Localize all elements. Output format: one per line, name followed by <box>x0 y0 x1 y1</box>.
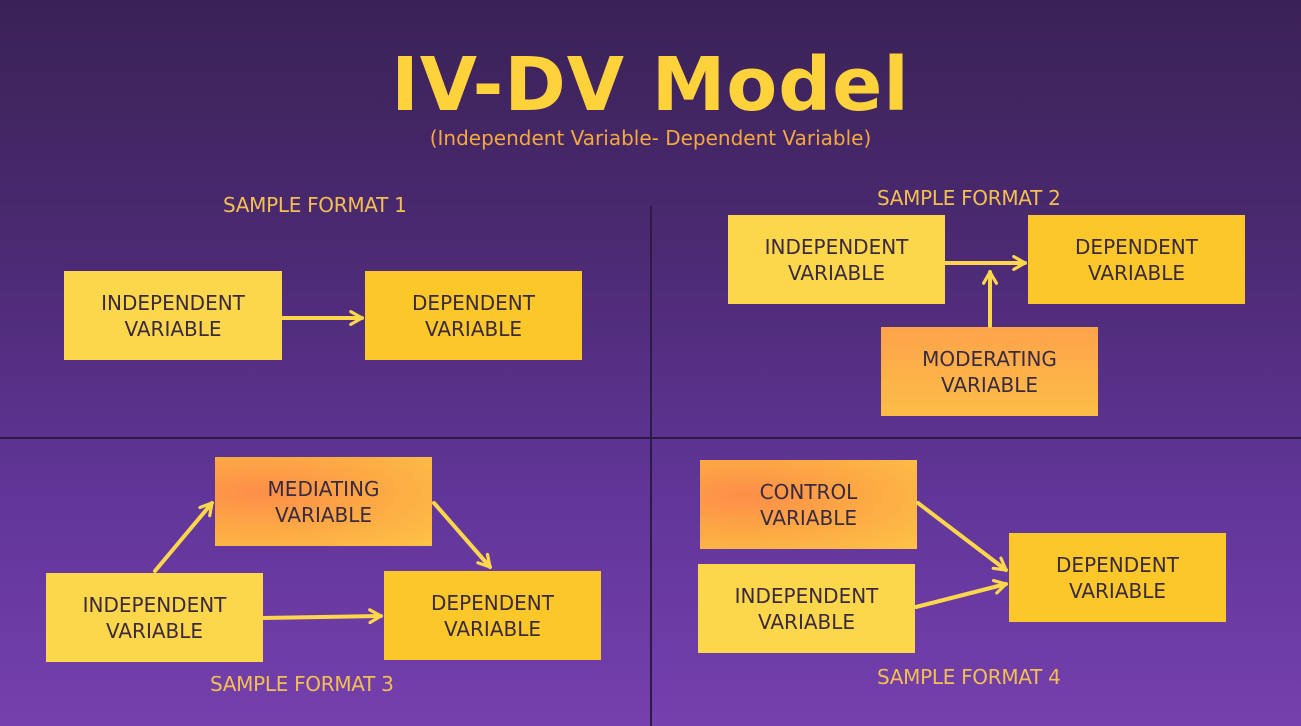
format-4-arrow-iv-dv <box>914 578 1008 609</box>
format-1-caption: SAMPLE FORMAT 1 <box>223 193 407 217</box>
format-2-dependent-box: DEPENDENT VARIABLE <box>1028 215 1245 304</box>
format-4-arrow-control-dv <box>916 501 1008 572</box>
format-4-caption: SAMPLE FORMAT 4 <box>877 665 1061 689</box>
horizontal-divider <box>0 437 1301 439</box>
page-title: IV-DV Model <box>391 42 910 128</box>
format-4-dependent-box: DEPENDENT VARIABLE <box>1009 533 1226 622</box>
page-subtitle: (Independent Variable- Dependent Variabl… <box>429 126 872 150</box>
format-1-dependent-box: DEPENDENT VARIABLE <box>365 271 582 360</box>
format-2-independent-box: INDEPENDENT VARIABLE <box>728 215 945 304</box>
format-3-arrow-iv-dv <box>261 608 383 625</box>
format-3-caption: SAMPLE FORMAT 3 <box>210 672 394 696</box>
format-1-independent-box: INDEPENDENT VARIABLE <box>64 271 282 360</box>
format-2-moderating-box: MODERATING VARIABLE <box>881 327 1098 416</box>
vertical-divider <box>650 206 652 726</box>
format-3-mediating-box: MEDIATING VARIABLE <box>215 457 432 546</box>
format-2-caption: SAMPLE FORMAT 2 <box>877 186 1061 210</box>
format-3-arrow-mediating-dv <box>432 501 492 569</box>
format-4-control-box: CONTROL VARIABLE <box>700 460 917 549</box>
format-3-arrow-iv-mediating <box>153 501 214 573</box>
format-3-dependent-box: DEPENDENT VARIABLE <box>384 571 601 660</box>
format-4-independent-box: INDEPENDENT VARIABLE <box>698 564 915 653</box>
format-3-independent-box: INDEPENDENT VARIABLE <box>46 573 263 662</box>
